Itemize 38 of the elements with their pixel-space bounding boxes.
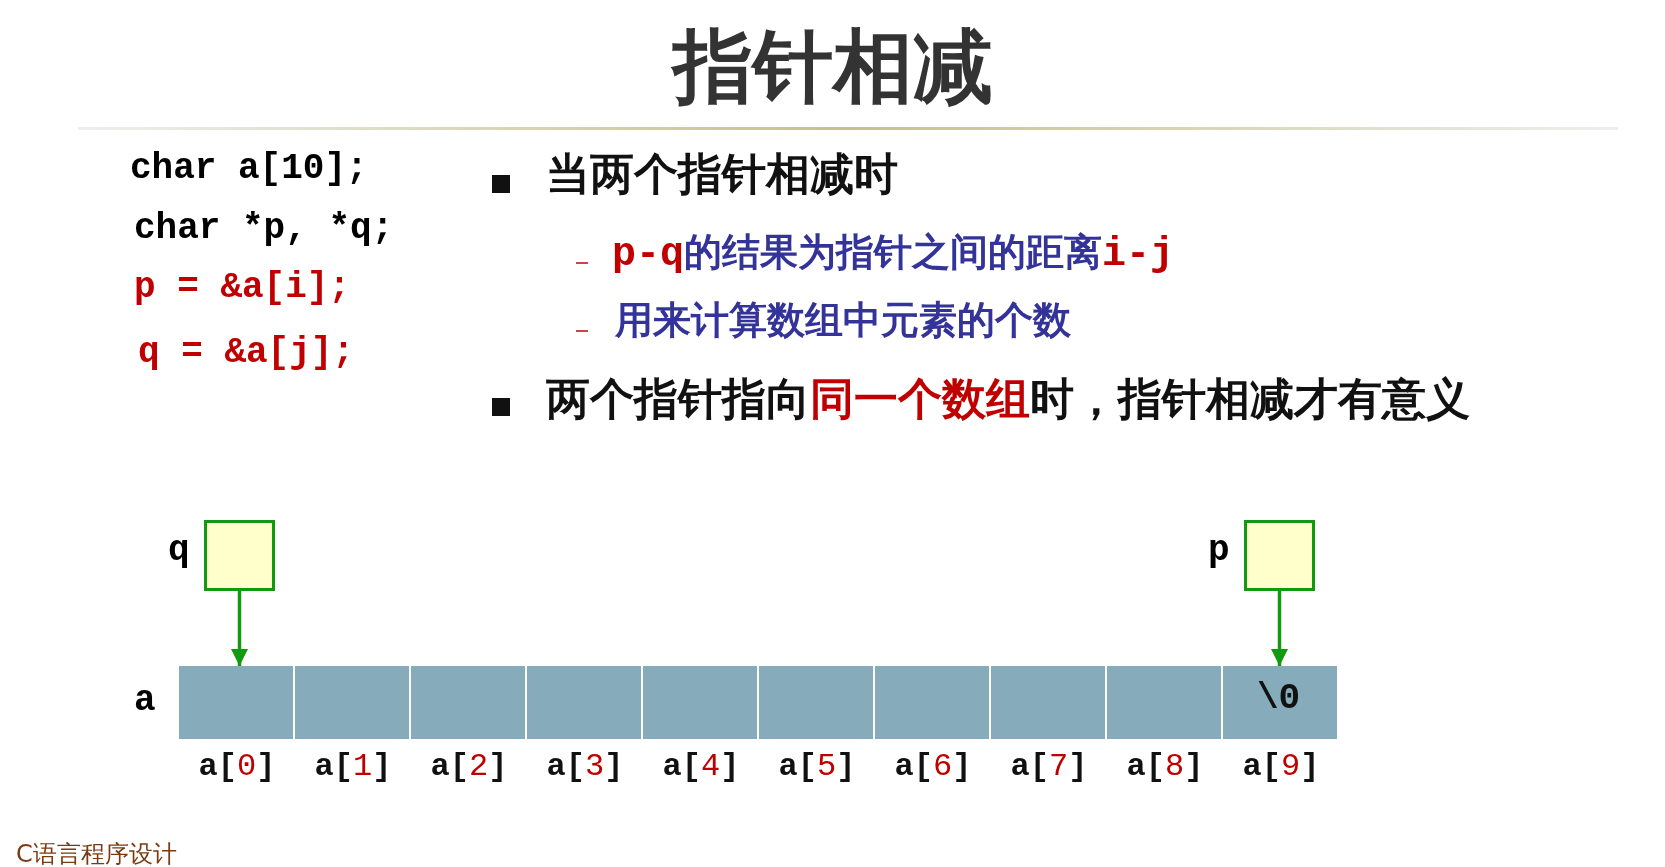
index-label: a[2] — [429, 748, 509, 785]
index-label: a[3] — [545, 748, 625, 785]
cell-value: \0 — [1257, 678, 1301, 719]
code-line: char *p, *q; — [134, 208, 394, 249]
index-label: a[0] — [197, 748, 277, 785]
index-label: a[8] — [1125, 748, 1205, 785]
slide-title: 指针相减 — [670, 19, 994, 115]
array-cell — [179, 666, 295, 739]
bullet-text: 当两个指针相减时 — [546, 147, 898, 201]
pointer-name-label: q — [168, 530, 190, 571]
sub-bullet-text: p-q的结果为指针之间的距离i-j — [612, 229, 1175, 278]
index-label: a[7] — [1009, 748, 1089, 785]
index-label: a[5] — [777, 748, 857, 785]
sub-bullet-text: 用来计算数组中元素的个数 — [615, 297, 1071, 344]
bullet-text: 两个指针指向同一个数组时，指针相减才有意义 — [546, 372, 1470, 426]
arrow — [1270, 591, 1289, 666]
code-line: p = &a[i]; — [134, 267, 351, 308]
code-line: char a[10]; — [130, 148, 368, 189]
array-cell — [643, 666, 759, 739]
pointer-name-label: p — [1208, 530, 1230, 571]
array-cell — [1223, 666, 1339, 739]
index-label: a[6] — [893, 748, 973, 785]
array-cell — [411, 666, 527, 739]
array-cell — [527, 666, 643, 739]
pointer-box — [204, 520, 275, 591]
array-cell — [1107, 666, 1223, 739]
index-label: a[9] — [1241, 748, 1321, 785]
code-line: q = &a[j]; — [138, 332, 355, 373]
index-label: a[4] — [661, 748, 741, 785]
array-cell — [759, 666, 875, 739]
footer-text: C语言程序设计 — [16, 839, 177, 867]
pointer-box — [1244, 520, 1315, 591]
array-cell — [875, 666, 991, 739]
arrow — [230, 591, 249, 666]
array-cell — [295, 666, 411, 739]
index-label: a[1] — [313, 748, 393, 785]
array-name-label: a — [134, 680, 156, 721]
array-cell — [991, 666, 1107, 739]
